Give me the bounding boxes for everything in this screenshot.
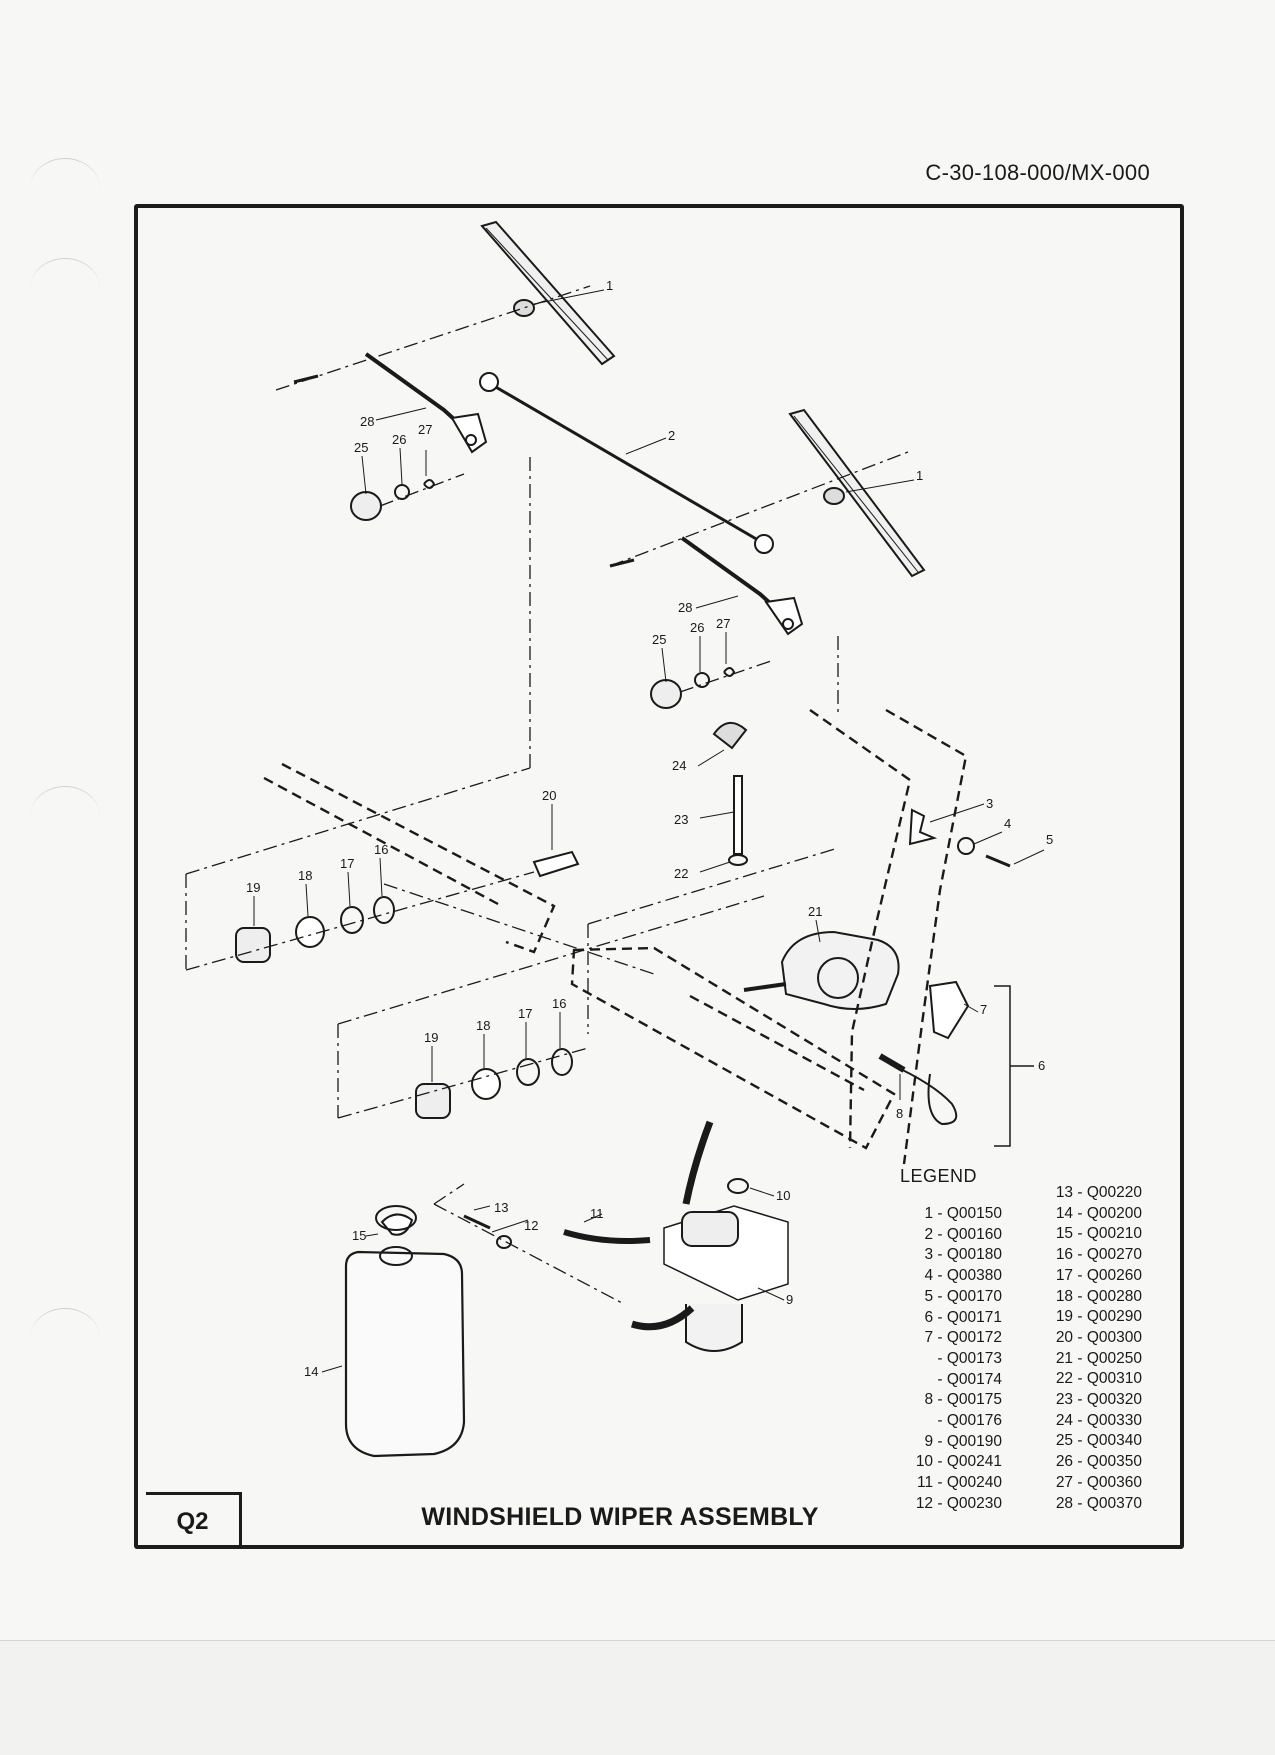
callout-label: 28 — [360, 414, 374, 429]
punch-hole-mark — [30, 158, 100, 219]
figure-frame — [134, 204, 1184, 1549]
callout-label: 16 — [552, 996, 566, 1011]
legend-entry: 11 - Q00240 — [916, 1474, 1002, 1492]
callout-label: 15 — [352, 1228, 366, 1243]
legend-entry: 18 - Q00280 — [1055, 1287, 1142, 1305]
legend-entry: 22 - Q00310 — [1055, 1370, 1142, 1388]
legend-left-column: 1 - Q00150 2 - Q00160 3 - Q00180 4 - Q00380… — [892, 1204, 1002, 1515]
legend-entry: 28 - Q00370 — [1055, 1494, 1142, 1512]
legend-right-column: 13 - Q00220 14 - Q00200 15 - Q00210 16 - Q0… — [1032, 1183, 1142, 1514]
callout-label: 27 — [716, 616, 730, 631]
callout-label: 14 — [304, 1364, 318, 1379]
legend-entry: 25 - Q00340 — [1055, 1432, 1142, 1450]
callout-label: 5 — [1046, 832, 1053, 847]
callout-label: 19 — [246, 880, 260, 895]
legend-entry: 10 - Q00241 — [915, 1453, 1002, 1471]
callout-label: 27 — [418, 422, 432, 437]
punch-hole-mark — [30, 258, 100, 319]
legend-entry: 26 - Q00350 — [1055, 1453, 1142, 1471]
callout-label: 17 — [518, 1006, 532, 1021]
legend-entry: 8 - Q00175 — [924, 1391, 1002, 1409]
crank-arm-lower — [609, 536, 804, 636]
callout-label: 18 — [476, 1018, 490, 1033]
connecting-rod — [479, 372, 774, 554]
callout-label: 20 — [542, 788, 556, 803]
legend-entry: 4 - Q00380 — [924, 1267, 1002, 1285]
callout-label: 2 — [668, 428, 675, 443]
callout-label: 26 — [690, 620, 704, 635]
callout-labels: 1 1 2 3 4 5 6 7 8 9 10 11 12 13 14 15 16… — [246, 278, 1053, 1379]
legend-entry: 6 - Q00171 — [924, 1308, 1002, 1326]
legend-entry: 16 - Q00270 — [1055, 1246, 1142, 1264]
legend-entry: 19 - Q00290 — [1055, 1308, 1142, 1326]
callout-label: 18 — [298, 868, 312, 883]
callout-label: 13 — [494, 1200, 508, 1215]
legend-entry: 14 - Q00200 — [1055, 1204, 1142, 1222]
legend-entry: - Q00173 — [937, 1349, 1002, 1367]
legend-entry: 12 - Q00230 — [915, 1494, 1002, 1512]
legend-entry: 2 - Q00160 — [924, 1225, 1002, 1243]
legend-entry: 20 - Q00300 — [1055, 1328, 1142, 1346]
callout-label: 11 — [590, 1206, 604, 1221]
callout-label: 3 — [986, 796, 993, 811]
callout-label: 1 — [916, 468, 923, 483]
callout-label: 28 — [678, 600, 692, 615]
legend-entry: - Q00174 — [937, 1370, 1002, 1388]
legend-entry: 17 - Q00260 — [1055, 1266, 1142, 1284]
legend-entry: 27 - Q00360 — [1055, 1473, 1142, 1491]
legend-entry: - Q00176 — [937, 1412, 1002, 1430]
callout-label: 1 — [606, 278, 613, 293]
figure-title: WINDSHIELD WIPER ASSEMBLY — [421, 1503, 819, 1531]
legend-entry: 15 - Q00210 — [1055, 1225, 1142, 1243]
washer-pump — [663, 1205, 789, 1352]
callout-label: 21 — [808, 904, 822, 919]
document-number: C-30-108-000/MX-000 — [925, 160, 1150, 185]
callout-label: 24 — [672, 758, 686, 773]
callout-label: 10 — [776, 1188, 790, 1203]
legend-entry: 1 - Q00150 — [924, 1205, 1002, 1222]
legend-entry: 3 - Q00180 — [924, 1246, 1002, 1264]
legend-entry: 23 - Q00320 — [1055, 1391, 1142, 1409]
exploded-parts-diagram: 1 1 2 3 4 5 6 7 8 9 10 11 12 13 14 15 16… — [185, 220, 1053, 1458]
callout-label: 8 — [896, 1106, 903, 1121]
legend-entry: 7 - Q00172 — [924, 1329, 1002, 1347]
callout-label: 25 — [354, 440, 368, 455]
callout-label: 19 — [424, 1030, 438, 1045]
crank-arm-upper — [293, 352, 488, 454]
legend-entry: 21 - Q00250 — [1055, 1349, 1142, 1367]
punch-hole-mark — [30, 786, 100, 847]
callout-label: 26 — [392, 432, 406, 447]
callout-label: 25 — [652, 632, 666, 647]
callout-label: 7 — [980, 1002, 987, 1017]
callout-label: 9 — [786, 1292, 793, 1307]
legend-entry: 9 - Q00190 — [924, 1432, 1002, 1450]
callout-label: 17 — [340, 856, 354, 871]
callout-label: 22 — [674, 866, 688, 881]
callout-label: 6 — [1038, 1058, 1045, 1073]
page-lower-edge — [0, 1640, 1275, 1755]
callout-label: 16 — [374, 842, 388, 857]
wiper-blade-upper — [480, 220, 616, 366]
wiper-motor — [743, 930, 900, 1010]
figure-code: Q2 — [146, 1492, 242, 1549]
callout-label: 12 — [524, 1218, 538, 1233]
legend-entry: 13 - Q00220 — [1055, 1184, 1142, 1201]
washer-reservoir — [344, 1205, 466, 1458]
legend-title: LEGEND — [900, 1166, 978, 1186]
callout-label: 4 — [1004, 816, 1011, 831]
legend-entry: 24 - Q00330 — [1055, 1411, 1142, 1429]
callout-label: 23 — [674, 812, 688, 827]
legend-entry: 5 - Q00170 — [924, 1287, 1002, 1305]
wiper-blade-lower — [788, 408, 926, 578]
punch-hole-mark — [30, 1308, 100, 1369]
